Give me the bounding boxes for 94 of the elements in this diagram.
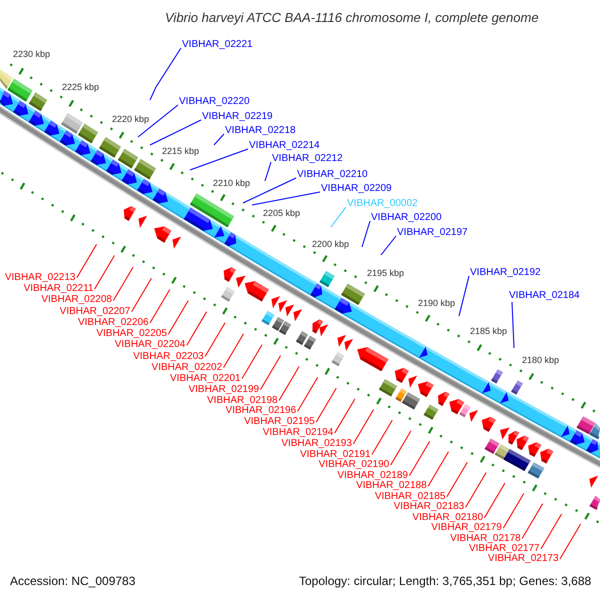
leader-line <box>214 134 224 146</box>
gene-label: VIBHAR_02218 <box>225 126 296 136</box>
leader-line <box>223 333 244 368</box>
gene-label: VIBHAR_02207 <box>60 306 130 317</box>
scale-label: 2215 kbp <box>162 146 200 156</box>
gene-label: VIBHAR_02219 <box>202 112 273 122</box>
leader-line <box>260 355 282 390</box>
leader-line <box>316 388 337 423</box>
gene-label: VIBHAR_02179 <box>431 523 502 534</box>
scale-label: 2220 kbp <box>112 114 150 124</box>
gene-label: VIBHAR_02195 <box>244 417 315 428</box>
gene-label: VIBHAR_02201 <box>170 374 241 384</box>
leader-line <box>390 430 412 466</box>
leader-line <box>242 178 296 204</box>
gene-label: VIBHAR_02185 <box>374 492 446 502</box>
gene-label: VIBHAR_02208 <box>41 295 112 306</box>
leader-line <box>278 366 300 402</box>
leader-line <box>94 255 115 290</box>
leader-line <box>446 462 468 498</box>
gene-label: VIBHAR_02213 <box>4 272 76 283</box>
leader-line <box>465 472 487 508</box>
leader-line <box>540 513 562 550</box>
gene-label: VIBHAR_02198 <box>207 396 278 406</box>
gene-label: VIBHAR_02209 <box>321 184 392 194</box>
leader-line <box>371 420 393 456</box>
gene-label: VIBHAR_02183 <box>394 502 464 512</box>
map-title: Vibrio harveyi ATCC BAA-1116 chromosome I, complete genome <box>165 10 539 26</box>
scale-label: 2225 kbp <box>62 82 100 92</box>
gene-label: VIBHAR_02220 <box>179 97 250 107</box>
gene-label: VIBHAR_02214 <box>249 141 320 151</box>
gene-label: VIBHAR_02212 <box>272 154 343 164</box>
gene-label: VIBHAR_02204 <box>114 340 186 350</box>
leader-line <box>204 322 226 358</box>
scale-label: 2180 kbp <box>522 354 560 366</box>
gene-label: VIBHAR_02188 <box>356 481 427 492</box>
gene-label: VIBHAR_02221 <box>182 40 253 50</box>
leader-line <box>242 344 263 380</box>
leader-line <box>334 398 356 434</box>
leader-line <box>131 278 152 312</box>
leader-line <box>362 220 370 248</box>
scale-label: 2205 kbp <box>263 208 300 218</box>
scale-label: 2190 kbp <box>418 298 456 308</box>
leader-line <box>408 440 430 476</box>
gene-label: VIBHAR_00002 <box>347 199 418 209</box>
leader-line <box>76 244 97 278</box>
leader-line <box>502 492 524 529</box>
leader-line <box>522 503 544 540</box>
leader-line <box>264 162 272 182</box>
leader-line <box>330 206 346 228</box>
leader-line <box>559 524 582 560</box>
gene-label: VIBHAR_02173 <box>488 554 559 564</box>
gene-label: VIBHAR_02199 <box>188 384 260 395</box>
scale-label: 2185 kbp <box>470 326 508 336</box>
gene-label: VIBHAR_02196 <box>226 406 296 416</box>
leader-line <box>150 288 170 324</box>
leader-line <box>150 48 182 100</box>
gene-label: VIBHAR_02193 <box>281 438 352 449</box>
scale-label: 2200 kbp <box>312 238 350 250</box>
leader-line <box>190 148 248 170</box>
gene-label: VIBHAR_02180 <box>412 512 484 523</box>
gene-label: VIBHAR_02178 <box>450 534 521 544</box>
gene-label: VIBHAR_02190 <box>318 460 390 470</box>
gene-label: VIBHAR_02194 <box>262 428 334 438</box>
gene-label: VIBHAR_02202 <box>152 362 222 373</box>
gene-label: VIBHAR_02203 <box>133 352 204 362</box>
leader-line <box>458 276 470 316</box>
gene-label: VIBHAR_02211 <box>24 284 94 294</box>
leader-line <box>150 120 202 146</box>
gene-label: VIBHAR_02206 <box>78 318 149 328</box>
gene-label: VIBHAR_02184 <box>509 291 580 301</box>
gene-label: VIBHAR_02210 <box>297 170 368 180</box>
leader-line <box>428 451 449 487</box>
leader-line <box>380 236 396 256</box>
scale-label: 2230 kbp <box>13 48 50 60</box>
scale-label: 2195 kbp <box>367 268 404 278</box>
leader-line <box>138 104 178 138</box>
leader-line <box>352 409 374 444</box>
gene-label: VIBHAR_02205 <box>96 329 167 340</box>
genome-summary-text: Topology: circular; Length: 3,765,351 bp; Genes: 3,688 <box>299 574 592 588</box>
gene-label: VIBHAR_02191 <box>300 450 371 460</box>
scale-label: 2210 kbp <box>213 178 250 188</box>
leader-line <box>512 302 514 348</box>
leader-line <box>112 266 134 301</box>
gene-label: VIBHAR_02177 <box>468 544 540 554</box>
leader-line <box>186 311 208 346</box>
leader-line <box>252 192 320 206</box>
leader-line <box>484 482 506 518</box>
accession-text: Accession: NC_009783 <box>10 574 136 588</box>
gene-label: VIBHAR_02192 <box>470 268 541 278</box>
gene-label: VIBHAR_02200 <box>371 213 442 223</box>
leader-line <box>297 376 318 412</box>
gene-label: VIBHAR_02189 <box>337 470 408 481</box>
gene-label: VIBHAR_02197 <box>397 228 468 238</box>
leader-line <box>168 300 189 335</box>
